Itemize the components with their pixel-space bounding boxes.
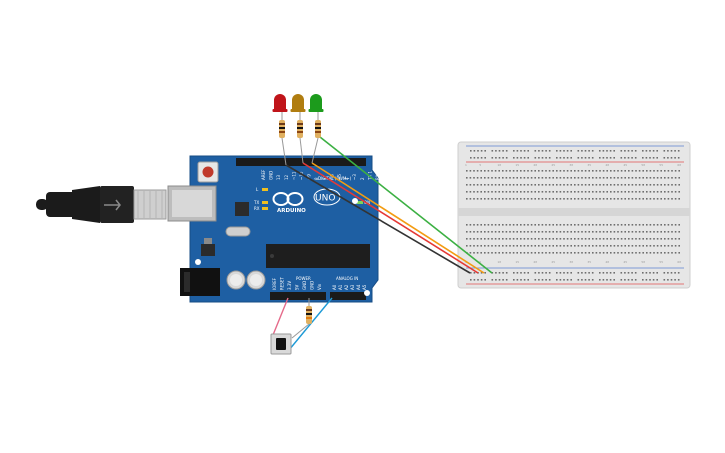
yellow-led[interactable] <box>290 94 306 112</box>
column-number: 20 <box>533 260 537 264</box>
atmega-chip <box>266 244 370 268</box>
pin-label: ~9 <box>307 174 312 180</box>
column-number: 15 <box>515 163 519 167</box>
column-number: 50 <box>641 260 645 264</box>
led-resistors <box>279 112 321 166</box>
breadboard[interactable]: 1155101015152020252530303535404045455050… <box>457 141 691 289</box>
column-number: 50 <box>641 163 645 167</box>
red-led[interactable] <box>272 94 288 112</box>
button-circuit <box>270 297 333 355</box>
pin-label: A5 <box>362 284 367 290</box>
rx-led-label: RX <box>254 206 260 211</box>
capacitors <box>226 270 266 290</box>
pin-label: Vin <box>317 283 322 290</box>
usb-chip <box>235 202 249 216</box>
column-number: 1 <box>465 163 467 167</box>
column-number: 60 <box>677 260 681 264</box>
pin-label: ~3 <box>352 174 357 180</box>
column-number: 25 <box>551 260 555 264</box>
column-number: 30 <box>569 163 573 167</box>
wire-pink <box>272 297 289 336</box>
column-number: 55 <box>659 260 663 264</box>
pin-label: 13 <box>276 174 281 180</box>
uno-label: UNO <box>315 194 335 204</box>
pin-label: IOREF <box>272 277 277 290</box>
column-number: 15 <box>515 260 519 264</box>
column-number: 10 <box>497 260 501 264</box>
pin-label: A3 <box>350 284 355 290</box>
green-led[interactable] <box>308 94 324 112</box>
usb-cable <box>36 186 167 223</box>
crystal <box>225 226 251 237</box>
breadboard-holes <box>466 150 680 281</box>
column-number: 5 <box>479 260 481 264</box>
column-number: 20 <box>533 163 537 167</box>
pin-label: 12 <box>284 174 289 180</box>
wire-ground <box>285 164 471 274</box>
column-number: 25 <box>551 163 555 167</box>
column-number: 35 <box>587 163 591 167</box>
column-number: 60 <box>677 163 681 167</box>
wire-green <box>319 136 493 274</box>
column-number: 40 <box>605 163 609 167</box>
pin-label: ~11 <box>291 171 296 180</box>
wire-orange <box>311 162 485 274</box>
push-button[interactable] <box>270 333 292 355</box>
pin-label: 3.3V <box>287 281 292 290</box>
analog-label: ANALOG IN <box>336 276 358 281</box>
column-number: 30 <box>569 260 573 264</box>
pin-label: ~5 <box>337 174 342 180</box>
pin-label: RESET <box>280 277 285 290</box>
arduino-logo: ARDUINO <box>272 192 306 214</box>
pin-label: ~6 <box>329 174 334 180</box>
pin-label: 2 <box>360 177 365 180</box>
column-number: 40 <box>605 260 609 264</box>
tx-led-label: TX <box>253 200 259 205</box>
pin-label: GND <box>302 281 307 290</box>
pin-label: 5V <box>295 284 300 290</box>
voltage-regulator <box>201 244 215 256</box>
pin-label: AREF <box>261 169 266 180</box>
breadboard-column-numbers: 1155101015152020252530303535404045455050… <box>465 163 681 264</box>
column-number: 55 <box>659 163 663 167</box>
wire-red <box>302 162 479 274</box>
column-number: 5 <box>479 163 481 167</box>
pin-label: 8 <box>314 177 319 180</box>
led-array <box>272 94 324 166</box>
pin-label: GND <box>310 281 315 290</box>
arduino-uno-board[interactable]: L TX RX ON ARDUINO UNO DIGITAL (PWM~) PO… <box>167 155 380 303</box>
arduino-logo-text: ARDUINO <box>277 208 306 214</box>
pin-label: 4 <box>345 177 350 180</box>
digital-header <box>236 158 366 166</box>
pin-label: RX 0 <box>375 170 380 180</box>
pin-label: A2 <box>344 284 349 290</box>
pin-label: A4 <box>356 284 361 290</box>
wire-blue <box>288 297 333 351</box>
pin-label: A0 <box>332 284 337 290</box>
pin-label: GND <box>269 171 274 180</box>
pin-label: A1 <box>338 284 343 290</box>
l-led-label: L <box>256 187 259 192</box>
column-number: 45 <box>623 163 627 167</box>
column-number: 10 <box>497 163 501 167</box>
pin-label: ~10 <box>299 171 304 180</box>
column-number: 35 <box>587 260 591 264</box>
pin-label: 7 <box>322 177 327 180</box>
power-header <box>270 292 326 300</box>
jumper-wires <box>285 136 493 274</box>
column-number: 45 <box>623 260 627 264</box>
power-label: POWER <box>296 276 311 281</box>
analog-header <box>330 292 366 300</box>
